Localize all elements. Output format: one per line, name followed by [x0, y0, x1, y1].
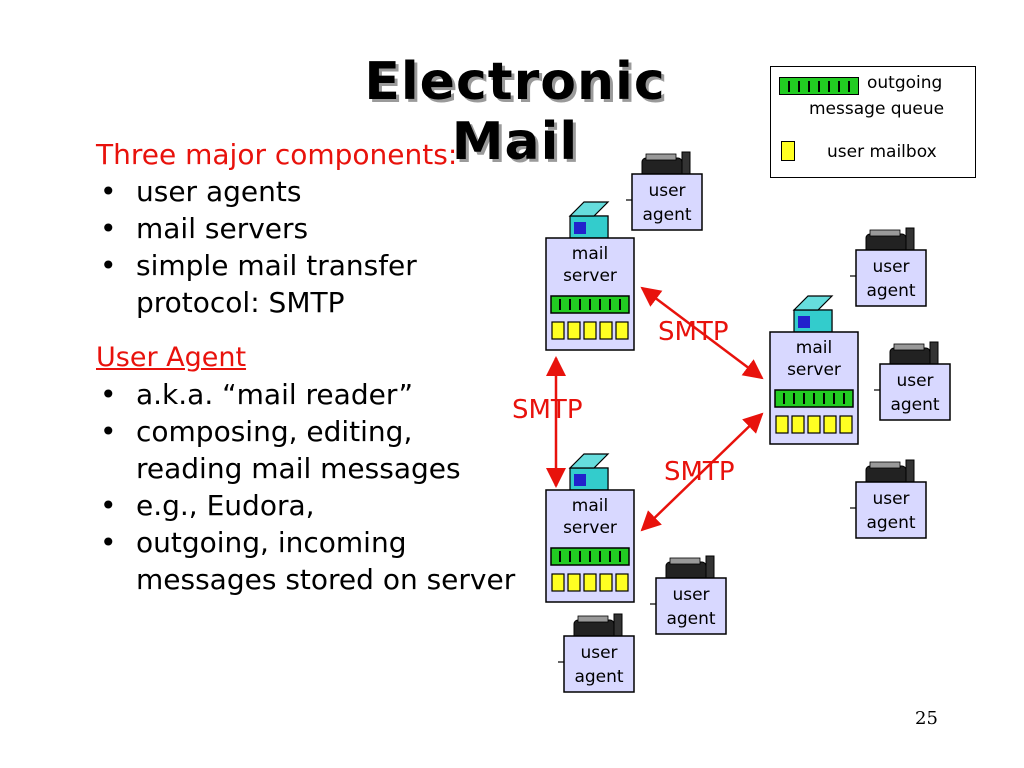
user-mailbox	[791, 415, 805, 434]
list-item: •user agents	[100, 175, 302, 208]
text-column: Three major components: •user agents •ma…	[96, 136, 516, 598]
user-agent: user agent	[850, 227, 927, 307]
bullet: •	[100, 378, 117, 411]
user-agent: user agent	[650, 555, 727, 635]
server-label: mail	[796, 338, 832, 358]
bullet: •	[100, 526, 117, 559]
user-mailbox	[567, 573, 581, 592]
agent-label: user	[872, 489, 909, 509]
user-mailbox	[583, 321, 597, 340]
list-item: •mail servers	[100, 212, 309, 245]
agent-label: user	[580, 643, 617, 663]
agent-box	[631, 173, 703, 231]
list-item: •a.k.a. “mail reader”	[100, 378, 414, 411]
smtp-label-bottom: SMTP	[664, 457, 735, 487]
agent-box	[855, 249, 927, 307]
user-mailbox	[807, 415, 821, 434]
server-label: mail	[572, 244, 608, 264]
agent-label: user	[648, 181, 685, 201]
user-mailbox	[599, 321, 613, 340]
agent-label: user	[672, 585, 709, 605]
server-label: server	[563, 266, 617, 286]
agent-box	[563, 635, 635, 693]
queue-legend-icon	[779, 77, 859, 95]
agent-label: user	[872, 257, 909, 277]
slide-number: 25	[915, 708, 938, 729]
user-mailbox	[551, 321, 565, 340]
agent-box	[879, 363, 951, 421]
mailbox-legend-label: user mailbox	[827, 142, 937, 162]
user-agent: user agent	[850, 459, 927, 539]
user-mailbox	[615, 573, 629, 592]
legend: outgoing message queue user mailbox	[770, 66, 976, 178]
agent-label: agent	[642, 205, 691, 225]
agent-label: agent	[866, 513, 915, 533]
agent-box	[855, 481, 927, 539]
slide-title: Electronic Mail	[364, 52, 666, 172]
queue-legend-label-2: message queue	[809, 99, 945, 119]
intro-heading: Three major components:	[96, 138, 458, 171]
agent-label: user	[896, 371, 933, 391]
smtp-arrow-bottom	[640, 412, 764, 532]
user-mailbox	[551, 573, 565, 592]
bullet: •	[100, 249, 117, 282]
server-label: mail	[572, 496, 608, 516]
bullet: •	[100, 175, 117, 208]
list-item: •composing, editing, reading mail messag…	[100, 415, 461, 485]
user-mailbox	[775, 415, 789, 434]
user-agent: user agent	[558, 613, 635, 693]
user-agent: user agent	[874, 341, 951, 421]
bullet: •	[100, 212, 117, 245]
agent-label: agent	[666, 609, 715, 629]
user-agent-list: •a.k.a. “mail reader” •composing, editin…	[96, 376, 516, 598]
smtp-label-top: SMTP	[658, 317, 729, 347]
list-item: •e.g., Eudora,	[100, 489, 315, 522]
user-mailbox	[823, 415, 837, 434]
agent-label: agent	[866, 281, 915, 301]
user-agent-heading: User Agent	[96, 342, 247, 373]
queue-legend-label-1: outgoing	[867, 73, 943, 93]
user-mailbox	[583, 573, 597, 592]
server-label: server	[563, 518, 617, 538]
smtp-arrow-top	[640, 286, 764, 380]
agent-box	[655, 577, 727, 635]
bullet: •	[100, 415, 117, 448]
user-mailbox	[839, 415, 853, 434]
user-mailbox	[599, 573, 613, 592]
agent-label: agent	[574, 667, 623, 687]
list-item: •outgoing, incoming messages stored on s…	[100, 526, 516, 596]
agent-label: agent	[890, 395, 939, 415]
smtp-label-left: SMTP	[512, 395, 583, 425]
bullet: •	[100, 489, 117, 522]
mailbox-legend-icon	[781, 141, 795, 161]
server-label: server	[787, 360, 841, 380]
user-mailbox	[615, 321, 629, 340]
user-agent: user agent	[626, 151, 703, 231]
list-item: •simple mail transfer protocol: SMTP	[100, 249, 417, 319]
user-mailbox	[567, 321, 581, 340]
components-list: •user agents •mail servers •simple mail …	[96, 173, 516, 321]
